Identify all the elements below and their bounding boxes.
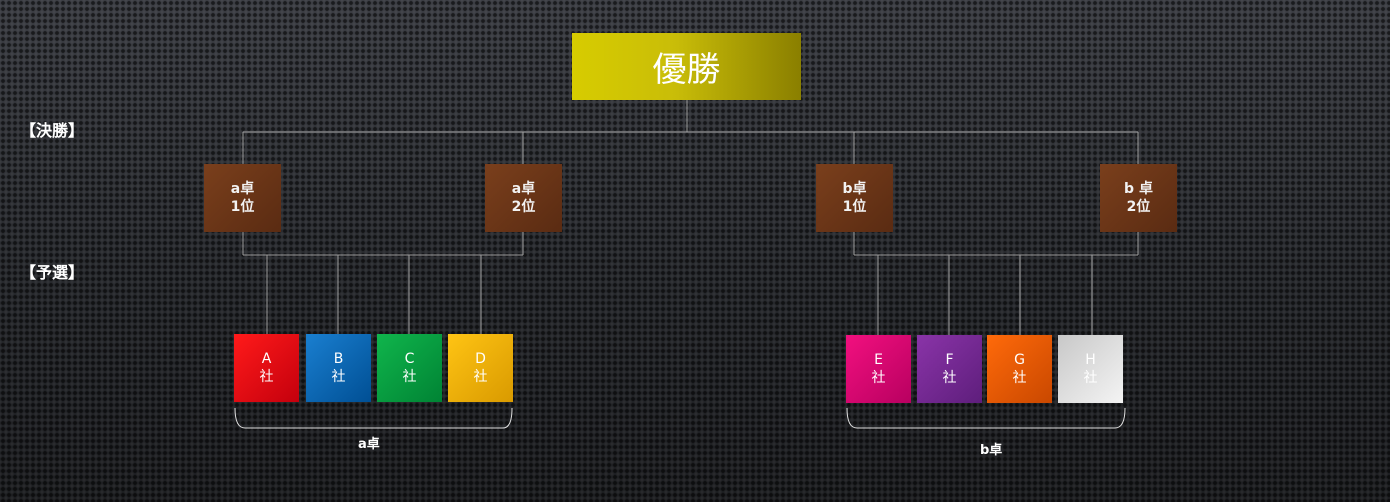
company-letter: C [404,351,415,367]
champion-label: 優勝 [652,50,721,90]
company-suffix: 社 [402,369,417,385]
finalist-rank: 2位 [511,199,536,215]
company-h: H 社 [1058,335,1123,403]
finalist-b1: b卓 1位 [816,164,893,232]
company-letter: D [475,351,486,367]
final-section-label: 【決勝】 [20,121,85,140]
finalist-b2: b 卓 2位 [1100,164,1177,232]
company-letter: G [1014,352,1025,368]
company-letter: A [261,351,272,367]
company-a: A 社 [234,334,299,402]
finalist-rank: 1位 [842,199,867,215]
company-suffix: 社 [331,369,346,385]
champion-box: 優勝 [572,33,801,100]
company-letter: H [1085,352,1096,368]
company-suffix: 社 [473,369,488,385]
company-g: G 社 [987,335,1052,403]
finalist-rank: 2位 [1126,199,1151,215]
company-suffix: 社 [1083,370,1098,386]
company-suffix: 社 [942,370,957,386]
company-suffix: 社 [1012,370,1027,386]
prelim-section-label: 【予選】 [20,263,85,282]
company-letter: F [945,352,954,368]
table-a-label: a卓 [358,437,380,452]
company-d: D 社 [448,334,513,402]
finalist-table: a卓 [230,181,255,197]
company-letter: B [333,351,344,367]
company-letter: E [874,352,883,368]
finalist-table: a卓 [511,181,536,197]
finalist-rank: 1位 [230,199,255,215]
company-e: E 社 [846,335,911,403]
table-b-label: b卓 [980,443,1003,458]
company-f: F 社 [917,335,982,403]
company-suffix: 社 [871,370,886,386]
finalist-table: b卓 [842,181,867,197]
company-b: B 社 [306,334,371,402]
company-suffix: 社 [259,369,274,385]
company-c: C 社 [377,334,442,402]
finalist-a1: a卓 1位 [204,164,281,232]
finalist-table: b 卓 [1124,181,1153,197]
finalist-a2: a卓 2位 [485,164,562,232]
